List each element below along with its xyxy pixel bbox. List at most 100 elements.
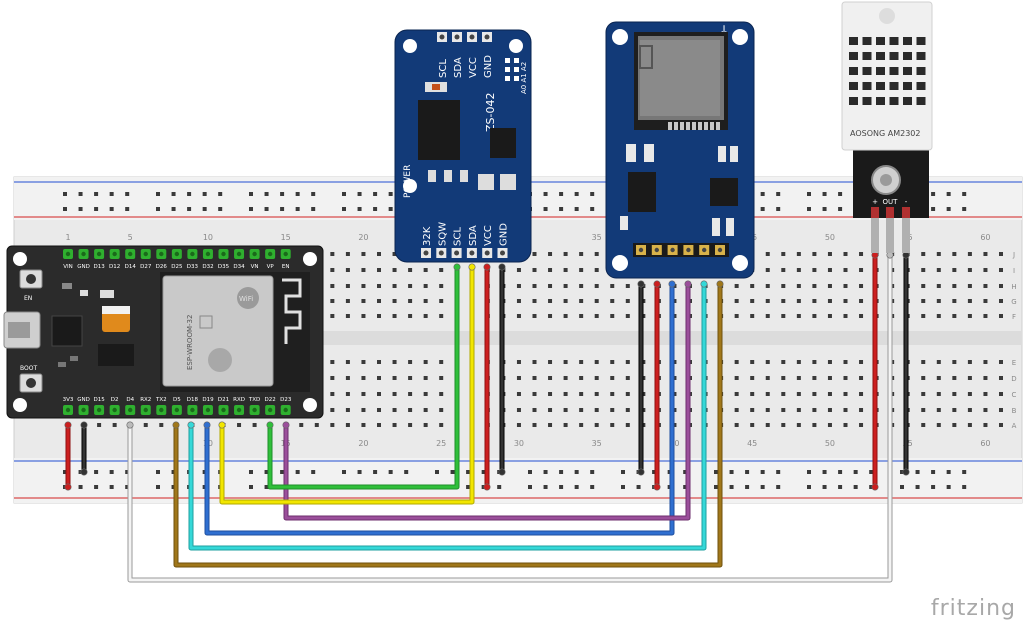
esp32-bottom-header (63, 405, 291, 415)
wire-end (483, 263, 491, 271)
breadboard-hole (563, 314, 568, 318)
rail-hole (760, 485, 765, 489)
breadboard-hole (952, 252, 957, 256)
wifi-logo-text: WiFi (239, 295, 253, 303)
rtc-bottom-pin-hole (423, 250, 429, 256)
dht-vent (889, 82, 899, 90)
dht-vent (889, 52, 899, 60)
breadboard-hole (345, 376, 350, 380)
breadboard-hole (796, 423, 801, 427)
esp32-top-pin-label: D13 (93, 264, 105, 270)
rtc-addr-pad (505, 58, 510, 63)
dht-vent (876, 52, 885, 60)
esp32-pin-hole (190, 251, 195, 257)
breadboard-hole (563, 284, 568, 288)
breadboard-hole (983, 314, 988, 318)
dht-pin-label: - (905, 198, 908, 206)
breadboard-hole (999, 408, 1003, 412)
esp32-bottom-pin-label: D19 (202, 397, 214, 403)
esp32-bottom-pin-label: TX2 (155, 397, 167, 403)
sd-contact (686, 122, 690, 130)
rtc-bottom-pin-hole (500, 250, 505, 256)
breadboard-hole (921, 376, 926, 380)
esp32-pin-hole (65, 251, 71, 257)
breadboard-hole (952, 284, 957, 288)
esp32-pin-hole (236, 251, 242, 257)
wire-end (218, 421, 226, 429)
sd-card-module[interactable]: ↓ (605, 21, 755, 279)
breadboard-hole (361, 314, 366, 318)
sd-contact (674, 122, 678, 130)
breadboard-hole (423, 376, 428, 380)
boot-button[interactable] (19, 373, 43, 393)
breadboard-hole (859, 360, 864, 364)
breadboard-hole (999, 360, 1003, 364)
breadboard-hole (967, 284, 972, 288)
rail-hole (807, 485, 811, 489)
esp32-pin-hole (236, 407, 242, 413)
breadboard-hole (967, 299, 972, 303)
breadboard-hole (967, 314, 972, 318)
rail-hole (946, 485, 951, 489)
breadboard-hole (392, 408, 397, 412)
breadboard-hole (812, 423, 817, 427)
rail-hole (295, 192, 300, 196)
dht22-sensor[interactable]: +OUT- AOSONG AM2302 (841, 1, 933, 253)
rtc-bottom-pin-label: SQW (437, 222, 448, 246)
breadboard-hole (579, 299, 584, 303)
esp32-pin-hole (252, 407, 257, 413)
rail-hole (807, 470, 811, 474)
column-number: 50 (825, 439, 835, 448)
breadboard-hole (532, 252, 537, 256)
breadboard-hole (921, 284, 926, 288)
breadboard-hole (750, 376, 755, 380)
rail-hole (311, 207, 316, 211)
esp32-top-pin-label: VP (267, 264, 275, 270)
breadboard-hole (765, 284, 770, 288)
breadboard-hole (827, 360, 832, 364)
power-label: POWER (403, 165, 413, 198)
wire-end (871, 483, 879, 491)
breadboard-hole (796, 284, 801, 288)
breadboard-hole (377, 408, 381, 412)
breadboard-hole (983, 284, 988, 288)
rail-hole (652, 470, 657, 474)
breadboard-hole (625, 376, 630, 380)
rail-hole (63, 192, 67, 196)
rail-hole (109, 207, 114, 211)
dht-vent (916, 82, 926, 90)
rail-hole (109, 470, 114, 474)
sd-header-pin-hole (670, 247, 675, 253)
breadboard-hole (408, 299, 413, 303)
rail-hole (915, 485, 920, 489)
esp32-bottom-pin-label: D18 (187, 397, 199, 403)
breadboard-hole (781, 360, 786, 364)
breadboard-hole (532, 392, 537, 396)
breadboard-hole (345, 423, 350, 427)
rail-hole (915, 470, 920, 474)
wire-end (668, 280, 676, 288)
rail-hole (94, 192, 99, 196)
rtc-bottom-pin-hole (454, 250, 460, 256)
wire-end (637, 280, 645, 288)
breadboard-hole (408, 268, 413, 272)
rail-hole (776, 470, 781, 474)
breadboard-hole (796, 268, 801, 272)
rail-hole (109, 192, 114, 196)
rail-hole (853, 470, 858, 474)
wire-end (64, 483, 72, 491)
breadboard-hole (548, 423, 553, 427)
dht-pin-pad (886, 207, 894, 219)
breadboard-hole (936, 408, 941, 412)
rail-hole (63, 207, 67, 211)
breadboard-hole (765, 376, 770, 380)
sd-header-pin-hole (702, 247, 707, 253)
en-button[interactable] (19, 269, 43, 289)
sd-card-slot[interactable] (634, 32, 728, 130)
esp32-bottom-pin-label: D15 (93, 397, 105, 403)
rtc-bottom-pin-label: VCC (483, 225, 494, 246)
rail-hole (373, 207, 378, 211)
rail-hole (497, 485, 502, 489)
